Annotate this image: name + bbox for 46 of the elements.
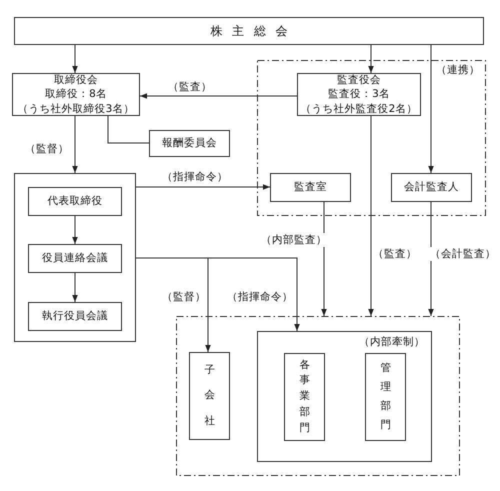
box-title: 取締役会 — [54, 73, 98, 88]
box-title: 株主総会 — [210, 22, 297, 40]
box-title: 執行役員会議 — [42, 309, 108, 324]
group-box — [257, 331, 432, 462]
box-title: 報酬委員会 — [162, 136, 217, 151]
group-box — [14, 173, 136, 342]
org-box — [391, 173, 472, 202]
arrow — [368, 44, 374, 74]
org-box — [14, 17, 484, 45]
group-frame — [257, 60, 486, 216]
box-label: 各事業部門 — [299, 358, 310, 436]
org-box — [297, 73, 421, 116]
org-box — [270, 173, 351, 202]
arrow — [428, 44, 434, 174]
org-box — [12, 73, 140, 116]
arrow — [136, 184, 270, 190]
group-label: （連携） — [436, 63, 480, 78]
org-box — [284, 353, 325, 441]
arrow — [428, 202, 434, 316]
box-title: 代表取締役 — [48, 194, 102, 209]
arrow — [321, 202, 327, 316]
box-detail: 監査役：3名 — [328, 87, 390, 102]
box-title: 役員連絡会議 — [42, 251, 108, 266]
box-label: 管理部門 — [380, 361, 391, 433]
arrow — [368, 116, 374, 316]
arrow — [72, 216, 78, 244]
org-box — [28, 302, 122, 331]
arrow — [72, 116, 78, 174]
org-box — [28, 244, 122, 273]
group-label: （内部牽制） — [359, 335, 425, 350]
box-title: 監査室 — [294, 180, 327, 195]
org-box — [28, 187, 122, 216]
box-title: 監査役会 — [337, 73, 381, 88]
box-title: 会計監査人 — [404, 180, 459, 195]
org-box — [149, 130, 230, 157]
box-detail: （うち社外取締役3名） — [18, 102, 134, 116]
arrow — [72, 272, 78, 302]
box-label: 子会社 — [204, 363, 215, 429]
arrow — [136, 258, 300, 332]
box-detail: （うち社外監査役2名） — [300, 102, 418, 116]
group-frame — [176, 316, 460, 476]
arrow — [140, 93, 298, 99]
box-detail: 取締役：8名 — [45, 87, 107, 102]
arrow — [72, 44, 78, 74]
org-box — [365, 353, 406, 441]
org-box — [189, 352, 230, 440]
